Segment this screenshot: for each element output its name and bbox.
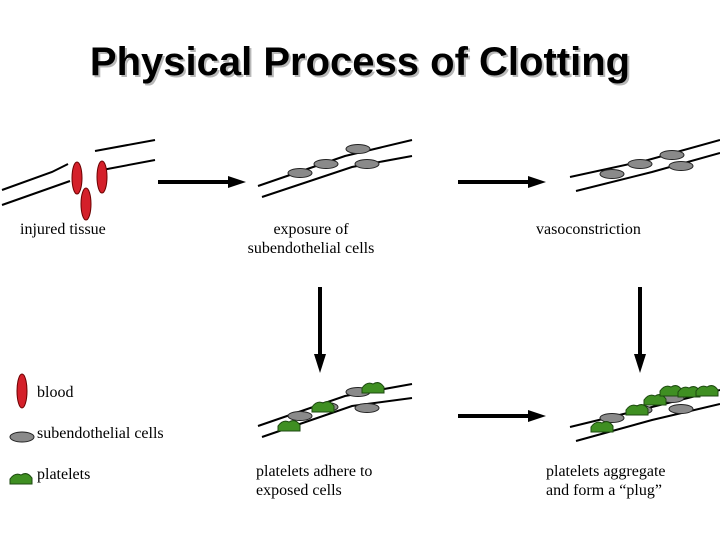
subendothelial-cell xyxy=(627,159,653,169)
panel-exposure xyxy=(257,139,413,198)
subendothelial-cell xyxy=(659,150,685,160)
subendothelial-cell xyxy=(354,403,380,413)
legend-icons xyxy=(9,373,35,485)
arrow-down xyxy=(634,287,646,373)
subendothelial-cell xyxy=(599,413,625,423)
arrow-down xyxy=(314,287,326,373)
blood-cell xyxy=(80,187,92,221)
subendothelial-cell xyxy=(354,159,380,169)
page-title: Physical Process of Clotting xyxy=(89,40,631,84)
arrow-right xyxy=(458,176,546,188)
subendothelial-cell xyxy=(287,168,313,178)
blood-cell xyxy=(71,161,83,195)
panel-adhere xyxy=(257,382,413,438)
platelet xyxy=(590,421,614,433)
legend-blood: blood xyxy=(37,384,74,401)
platelet xyxy=(277,420,301,432)
arrow-right xyxy=(458,410,546,422)
subendothelial-cell xyxy=(668,161,694,171)
arrow-right xyxy=(158,176,246,188)
panel-vasoconstriction xyxy=(569,139,720,192)
label-injured-tissue: injured tissue xyxy=(20,221,106,238)
blood-legend-icon xyxy=(16,373,28,409)
label-vasoconstriction: vasoconstriction xyxy=(536,221,641,238)
label-exposure: exposure of subendothelial cells xyxy=(247,221,375,257)
panel-injured-tissue xyxy=(1,139,156,221)
platelet xyxy=(311,401,335,413)
subendothelial-cell xyxy=(668,404,694,414)
label-aggregate: platelets aggregate and form a “plug” xyxy=(546,463,666,499)
blood-cell xyxy=(96,160,108,194)
label-adhere: platelets adhere to exposed cells xyxy=(256,463,373,499)
cell-legend-icon xyxy=(9,431,35,443)
subendothelial-cell xyxy=(599,169,625,179)
platelet-legend-icon xyxy=(9,473,33,485)
subendothelial-cell xyxy=(287,411,313,421)
platelet xyxy=(695,385,719,397)
platelet xyxy=(625,404,649,416)
platelet xyxy=(361,382,385,394)
legend-platelets: platelets xyxy=(37,466,91,483)
panel-aggregate xyxy=(569,385,720,442)
legend-subendothelial-cells: subendothelial cells xyxy=(37,425,164,442)
subendothelial-cell xyxy=(345,144,371,154)
subendothelial-cell xyxy=(313,159,339,169)
